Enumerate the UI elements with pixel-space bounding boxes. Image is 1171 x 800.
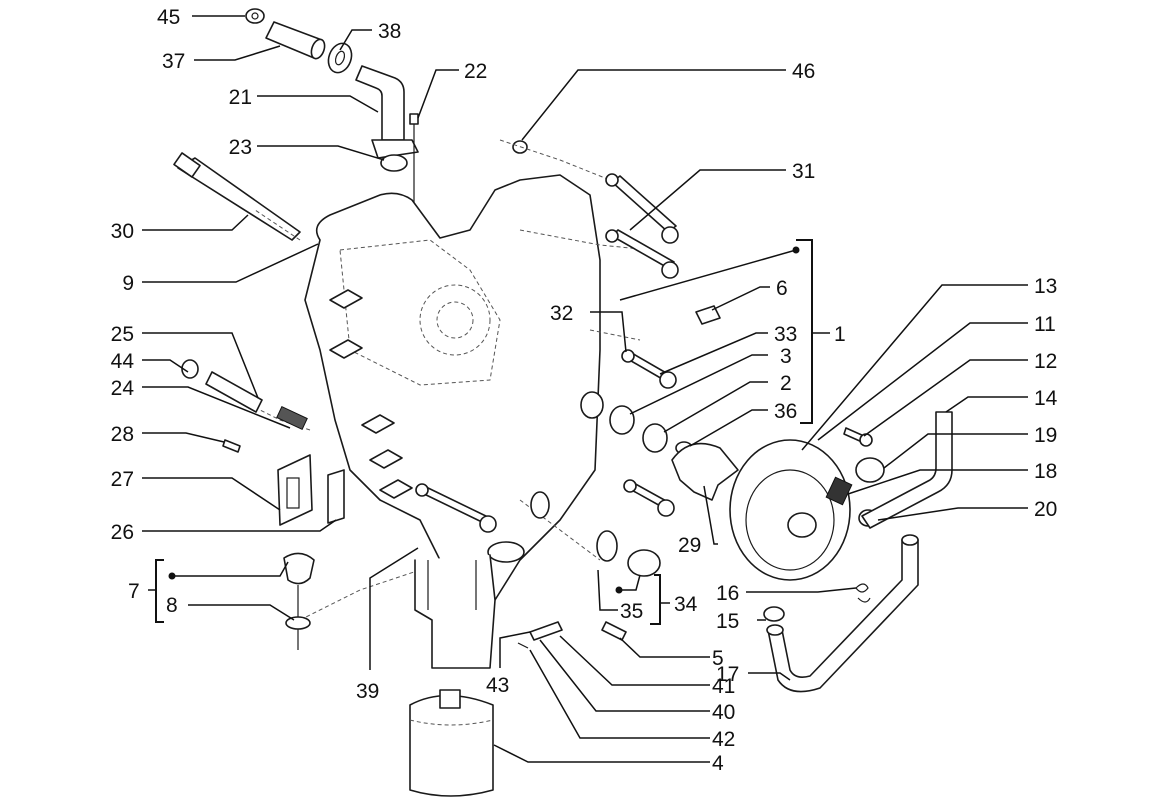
part-31-bolts [605,173,679,279]
bracket-group-1 [796,239,813,424]
part-44-seal [181,359,199,379]
part-27-plate [277,454,313,526]
callout-11[interactable]: 11 [1034,313,1056,336]
callout-15[interactable]: 15 [716,610,739,633]
callout-37[interactable]: 37 [162,50,185,73]
callout-35[interactable]: 35 [620,600,643,623]
part-34-cover [627,549,661,577]
leader-lines [142,15,1028,763]
part-45-clip [245,8,265,24]
part-41-40-valve [529,621,563,641]
callout-27[interactable]: 27 [111,468,134,491]
part-32-washer [580,391,604,419]
part-bolt-lower [623,479,675,517]
callout-13[interactable]: 13 [1034,275,1057,298]
callout-23[interactable]: 23 [229,136,252,159]
part-12-screw [843,427,873,447]
part-18-spring [825,476,853,506]
part-21-oil-pipe [355,65,419,159]
part-2-bearing [642,423,668,453]
callout-4[interactable]: 4 [712,752,724,775]
callout-36[interactable]: 36 [774,400,797,423]
callout-19[interactable]: 19 [1034,424,1057,447]
parts-layer [173,8,953,797]
callout-46[interactable]: 46 [792,60,815,83]
part-13-pump-cover [729,439,851,581]
part-3-seal [609,405,635,435]
callout-45[interactable]: 45 [157,6,180,29]
callout-24[interactable]: 24 [111,377,135,400]
callout-6[interactable]: 6 [776,277,788,300]
callout-32[interactable]: 32 [550,302,573,325]
part-7-dipstick [283,552,315,650]
callout-44[interactable]: 44 [111,350,135,373]
callout-33[interactable]: 33 [774,323,797,346]
part-23-o-ring [380,154,408,172]
callout-16[interactable]: 16 [716,582,739,605]
callout-8[interactable]: 8 [166,594,178,617]
part-33-bolt [621,349,677,389]
part-42-pin [517,642,529,649]
callout-41[interactable]: 41 [712,675,735,698]
part-25-tube [205,371,263,413]
part-38-seal [327,42,353,74]
callout-42[interactable]: 42 [712,728,735,751]
callout-12[interactable]: 12 [1034,350,1057,373]
callout-34[interactable]: 34 [674,593,698,616]
part-16-clip [855,583,871,603]
callout-31[interactable]: 31 [792,160,815,183]
callout-39[interactable]: 39 [356,680,379,703]
group-7-dot [168,572,176,580]
bracket-group-34 [650,574,661,625]
part-28-plug [222,439,241,453]
part-39-bolt [415,483,497,533]
part-14-hose [861,411,953,529]
callout-29[interactable]: 29 [678,534,701,557]
callout-38[interactable]: 38 [378,20,401,43]
bracket-group-7 [155,559,164,623]
callout-7[interactable]: 7 [128,580,140,603]
callout-2[interactable]: 2 [780,372,792,395]
group-brackets [148,239,830,625]
callout-5[interactable]: 5 [712,647,724,670]
part-8-o-ring [285,616,311,630]
callout-40[interactable]: 40 [712,701,735,724]
callout-17[interactable]: 17 [716,663,739,686]
callout-26[interactable]: 26 [111,521,134,544]
part-26-plate [327,469,345,524]
part-35-o-ring [596,530,618,562]
callout-14[interactable]: 14 [1034,387,1058,410]
callout-9[interactable]: 9 [122,272,134,295]
callout-3[interactable]: 3 [780,345,792,368]
part-15-clamp [763,606,785,622]
part-4-oil-filter [409,689,494,797]
callout-30[interactable]: 30 [111,220,134,243]
part-37-hose [265,21,326,60]
callout-22[interactable]: 22 [464,60,487,83]
callout-43[interactable]: 43 [486,674,509,697]
callout-20[interactable]: 20 [1034,498,1057,521]
callout-labels: 45 37 38 22 21 23 46 30 31 9 6 13 32 33 … [111,6,1058,775]
group-34-dot [615,586,623,594]
callout-1[interactable]: 1 [834,323,846,346]
part-24-spring [276,405,308,431]
callout-21[interactable]: 21 [229,86,252,109]
callout-18[interactable]: 18 [1034,460,1057,483]
part-19-cap [855,457,885,483]
part-5-sensor [601,621,627,641]
callout-28[interactable]: 28 [111,423,134,446]
part-6-plug [695,305,721,325]
callout-25[interactable]: 25 [111,323,134,346]
